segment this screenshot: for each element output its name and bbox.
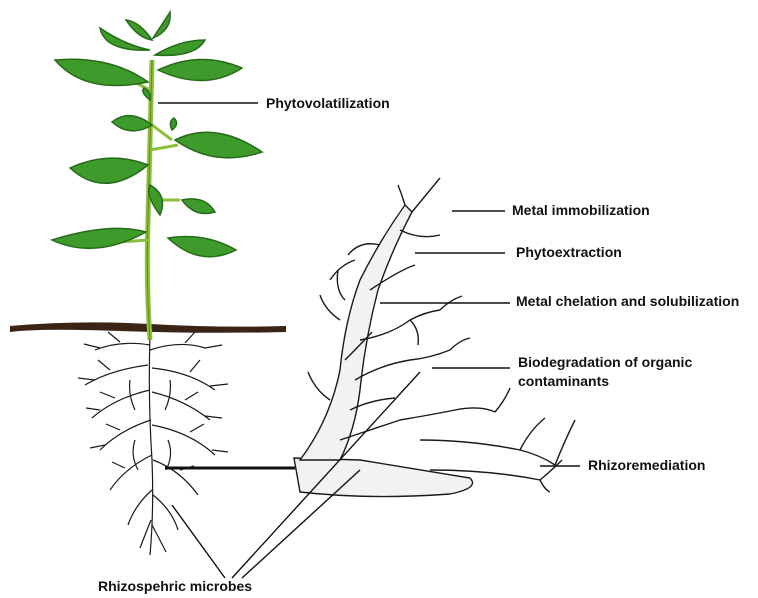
label-rhizospheric-microbes: Rhizospehric microbes: [98, 578, 252, 595]
plant-leaves: [52, 12, 262, 257]
plant-stem: [120, 60, 180, 340]
label-biodegradation-line1: Biodegradation of organic: [518, 354, 692, 371]
label-phytoextraction: Phytoextraction: [516, 244, 622, 261]
label-metal-chelation: Metal chelation and solubilization: [516, 293, 739, 310]
magnified-root: [294, 178, 575, 497]
callout-lines: [158, 103, 580, 578]
plant-roots: [78, 332, 228, 555]
label-biodegradation-line2: contaminants: [518, 373, 609, 390]
label-rhizoremediation: Rhizoremediation: [588, 457, 705, 474]
label-phytovolatilization: Phytovolatilization: [266, 95, 390, 112]
label-metal-immobilization: Metal immobilization: [512, 202, 650, 219]
